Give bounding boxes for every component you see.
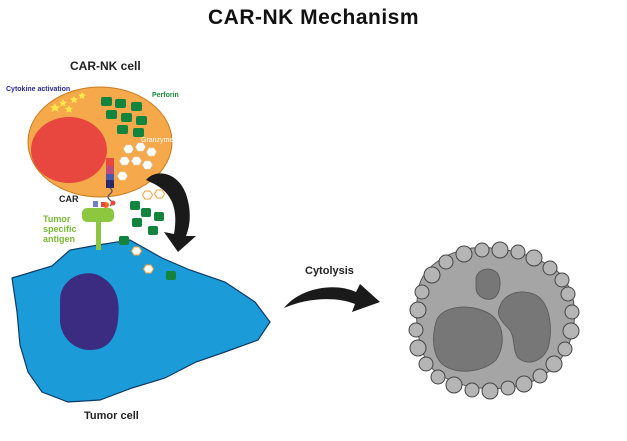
diagram-title: CAR-NK Mechanism bbox=[207, 6, 420, 29]
tumor-cell-label: Tumor cell bbox=[84, 410, 139, 422]
tumor-specific-antigen-label: Tumor specific antigen bbox=[43, 214, 83, 244]
attack-arrow bbox=[146, 173, 196, 252]
perforin-label: Perforin bbox=[152, 92, 179, 99]
tumor-specific-antigen-text: Tumor specific antigen bbox=[43, 214, 77, 244]
released-granzyme bbox=[130, 189, 166, 274]
tumor-cell bbox=[11, 239, 271, 403]
cytokine-activation-label: Cytokine activation bbox=[6, 86, 71, 93]
cytokine-stars bbox=[50, 92, 86, 113]
car-receptor bbox=[93, 158, 116, 208]
nk-nucleus bbox=[31, 117, 107, 183]
car-nk-cell-label: CAR-NK cell bbox=[70, 59, 141, 73]
tumor-nucleus bbox=[60, 273, 119, 350]
cytolysis-label: Cytolysis bbox=[305, 265, 354, 277]
cytolysis-arrow bbox=[284, 284, 380, 312]
released-perforin bbox=[119, 201, 176, 280]
car-label: CAR bbox=[59, 194, 79, 204]
perforin-granules bbox=[101, 97, 147, 137]
tumor-specific-antigen bbox=[82, 208, 114, 250]
granzyme-granules bbox=[117, 142, 157, 181]
lysed-tumor-cell bbox=[408, 241, 580, 400]
granzyme-label: Granzyme bbox=[141, 137, 174, 144]
